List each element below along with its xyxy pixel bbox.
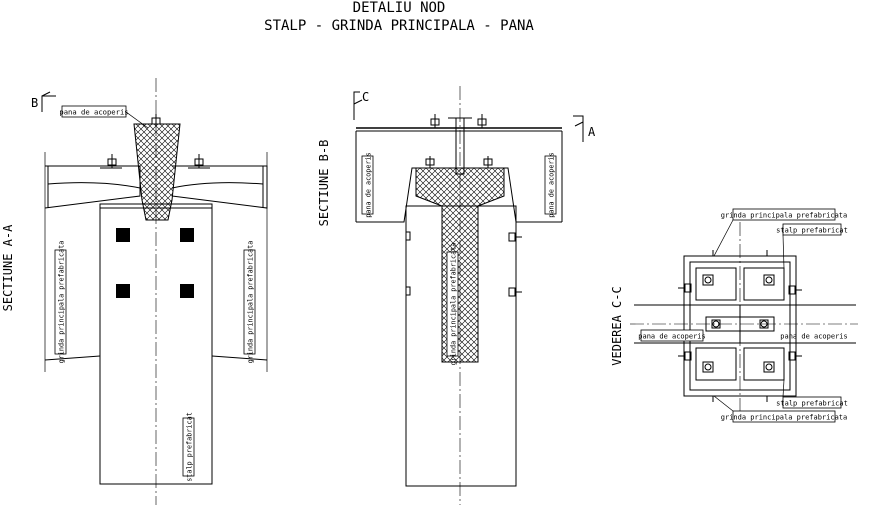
beam-label-cc-bottom: grinda principala prefabricata <box>713 395 847 423</box>
section-b-b-title: SECTIUNE B-B <box>317 140 331 227</box>
cut-marker-a: A <box>573 115 596 142</box>
title-block: DETALIU NOD STALP - GRINDA PRINCIPALA - … <box>264 0 534 34</box>
anchor-block <box>180 284 194 298</box>
purlin-label-bb-right-text: pana de acoperis <box>548 152 556 217</box>
beam-label-aa-left: grinda principala prefabricata <box>54 241 67 364</box>
bolt <box>678 283 692 293</box>
anchor-block <box>116 228 130 242</box>
bolt <box>430 114 440 128</box>
bolt <box>100 154 122 169</box>
beam-label-aa-right: grinda principala prefabricata <box>243 241 256 364</box>
bolt <box>483 156 493 168</box>
bolt <box>702 274 714 286</box>
beam-label-bb: grinda principala prefabricata <box>446 243 459 366</box>
bolt <box>763 274 775 286</box>
column-label-cc-bottom-text: stalp prefabricat <box>776 400 848 408</box>
section-a-a-title: SECTIUNE A-A <box>1 224 15 311</box>
title-line-2: STALP - GRINDA PRINCIPALA - PANA <box>264 18 534 34</box>
beam-label-cc-bottom-text: grinda principala prefabricata <box>721 414 847 422</box>
bolt <box>788 351 802 361</box>
beam-label-aa-right-text: grinda principala prefabricata <box>247 241 255 364</box>
anchor-block <box>180 228 194 242</box>
column-label-cc-top-text: stalp prefabricat <box>776 227 848 235</box>
bolt <box>425 156 435 168</box>
purlin-label-bb-left: pana de acoperis <box>361 152 374 218</box>
column-label-aa: stalp prefabricat <box>182 412 195 482</box>
purlin-label-aa-text: pana de acoperis <box>59 108 128 117</box>
beam-label-bb-text: grinda principala prefabricata <box>450 243 458 366</box>
anchor-block <box>116 284 130 298</box>
bolt <box>788 285 802 295</box>
beam-label-aa-left-text: grinda principala prefabricata <box>58 241 66 364</box>
view-c-c: VEDEREA C-C <box>610 208 858 423</box>
purlin-label-bb-right: pana de acoperis <box>544 152 557 218</box>
cut-marker-c-letter: C <box>362 90 369 104</box>
bolt <box>678 351 692 361</box>
column-label-cc-bottom: stalp prefabricat <box>776 379 848 409</box>
view-c-c-title: VEDEREA C-C <box>610 286 624 365</box>
cut-marker-c: C <box>353 90 369 120</box>
column-label-aa-text: stalp prefabricat <box>186 412 194 482</box>
bolt <box>763 361 775 373</box>
purlin-label-cc-right-text: pana de acoperis <box>780 333 847 341</box>
purlin-section-aa <box>133 123 181 221</box>
cut-marker-b-letter: B <box>31 96 38 110</box>
splice-plate <box>705 316 775 332</box>
section-a-a: SECTIUNE A-A B pana de acoperis <box>1 78 268 505</box>
bolt <box>508 232 522 242</box>
bolt <box>702 361 714 373</box>
section-b-b: SECTIUNE B-B C A <box>317 86 596 505</box>
purlin-label-bb-left-text: pana de acoperis <box>365 152 373 217</box>
bolt <box>508 287 522 297</box>
column-label-cc-top: stalp prefabricat <box>776 223 848 269</box>
bolt <box>477 114 487 128</box>
bolt <box>188 154 210 169</box>
beam-label-cc-top-text: grinda principala prefabricata <box>721 212 847 220</box>
purlin-label-cc-left: pana de acoperis <box>638 329 706 342</box>
cut-marker-b: B <box>31 91 56 112</box>
cut-marker-a-letter: A <box>588 125 596 139</box>
beam-label-cc-top: grinda principala prefabricata <box>713 208 847 257</box>
title-line-1: DETALIU NOD <box>353 0 446 16</box>
purlin-label-cc-left-text: pana de acoperis <box>638 333 705 341</box>
